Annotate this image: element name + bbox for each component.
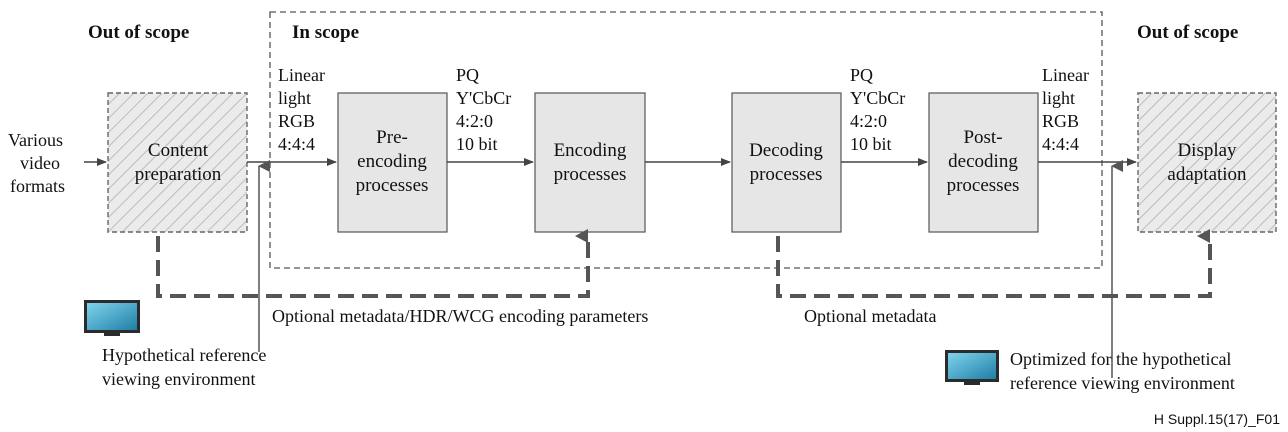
metadata-decoding-path bbox=[776, 229, 1212, 298]
in-scope-label: In scope bbox=[292, 22, 359, 43]
svg-text:viewing environment: viewing environment bbox=[102, 369, 255, 389]
svg-text:encoding: encoding bbox=[357, 151, 427, 172]
svg-text:formats: formats bbox=[10, 176, 65, 196]
display-adaptation-label: Display adaptation bbox=[1167, 140, 1247, 185]
svg-text:reference viewing environment: reference viewing environment bbox=[1010, 373, 1235, 393]
metadata-encoding-label: Optional metadata/HDR/WCG encoding param… bbox=[272, 306, 648, 326]
svg-text:RGB: RGB bbox=[278, 111, 315, 131]
decoding-box bbox=[731, 92, 842, 233]
svg-text:Content: Content bbox=[148, 140, 209, 161]
out-of-scope-right-label: Out of scope bbox=[1137, 22, 1238, 43]
svg-text:light: light bbox=[1042, 88, 1075, 108]
svg-text:Linear: Linear bbox=[278, 65, 325, 85]
svg-text:processes: processes bbox=[947, 175, 1020, 196]
svg-text:adaptation: adaptation bbox=[1167, 164, 1247, 185]
svg-text:Display: Display bbox=[1177, 140, 1237, 161]
metadata-optional-label: Optional metadata bbox=[804, 306, 936, 326]
svg-text:10 bit: 10 bit bbox=[850, 134, 892, 154]
display-adaptation-box bbox=[1137, 92, 1277, 233]
svg-text:preparation: preparation bbox=[135, 164, 222, 185]
monitor-icon bbox=[945, 350, 999, 385]
svg-text:decoding: decoding bbox=[948, 151, 1018, 172]
pq-decode-label: PQ Y'CbCr 4:2:0 10 bit bbox=[850, 65, 905, 154]
post-decoding-box bbox=[928, 92, 1039, 233]
hypothetical-env-label: Hypothetical reference viewing environme… bbox=[102, 345, 266, 389]
svg-text:Y'CbCr: Y'CbCr bbox=[850, 88, 905, 108]
svg-text:light: light bbox=[278, 88, 311, 108]
figure-id: H Suppl.15(17)_F01 bbox=[1154, 411, 1280, 427]
input-formats-label: Various video formats bbox=[8, 130, 65, 196]
svg-text:Linear: Linear bbox=[1042, 65, 1089, 85]
svg-text:processes: processes bbox=[356, 175, 429, 196]
svg-text:processes: processes bbox=[554, 164, 627, 185]
content-preparation-box bbox=[107, 92, 248, 233]
svg-text:Various: Various bbox=[8, 130, 63, 150]
pre-encoding-box bbox=[337, 92, 448, 233]
out-of-scope-left-label: Out of scope bbox=[88, 22, 189, 43]
linear-out-label: Linear light RGB 4:4:4 bbox=[1042, 65, 1089, 154]
optimized-env-label: Optimized for the hypothetical reference… bbox=[1010, 349, 1235, 393]
linear-in-label: Linear light RGB 4:4:4 bbox=[278, 65, 325, 154]
svg-text:Post-: Post- bbox=[963, 127, 1002, 148]
encoding-box bbox=[534, 92, 646, 233]
svg-text:Hypothetical reference: Hypothetical reference bbox=[102, 345, 266, 365]
metadata-encoding-path bbox=[156, 229, 590, 298]
content-preparation-label: Content preparation bbox=[135, 140, 222, 185]
svg-text:4:2:0: 4:2:0 bbox=[850, 111, 887, 131]
svg-text:RGB: RGB bbox=[1042, 111, 1079, 131]
post-decoding-label: Post- decoding processes bbox=[947, 127, 1020, 196]
pre-encoding-label: Pre- encoding processes bbox=[356, 127, 429, 196]
svg-text:Optimized for the hypothetical: Optimized for the hypothetical bbox=[1010, 349, 1231, 369]
svg-text:Y'CbCr: Y'CbCr bbox=[456, 88, 511, 108]
svg-text:10 bit: 10 bit bbox=[456, 134, 498, 154]
svg-text:PQ: PQ bbox=[456, 65, 479, 85]
decoding-label: Decoding processes bbox=[749, 140, 823, 185]
svg-text:4:2:0: 4:2:0 bbox=[456, 111, 493, 131]
svg-text:Pre-: Pre- bbox=[376, 127, 408, 148]
svg-text:processes: processes bbox=[750, 164, 823, 185]
in-scope-frame bbox=[269, 11, 1103, 269]
svg-text:video: video bbox=[20, 153, 60, 173]
svg-text:Encoding: Encoding bbox=[554, 140, 627, 161]
svg-text:4:4:4: 4:4:4 bbox=[278, 134, 315, 154]
monitor-icon bbox=[84, 300, 140, 336]
encoding-label: Encoding processes bbox=[554, 140, 627, 185]
pq-encode-label: PQ Y'CbCr 4:2:0 10 bit bbox=[456, 65, 511, 154]
svg-text:4:4:4: 4:4:4 bbox=[1042, 134, 1079, 154]
svg-text:Decoding: Decoding bbox=[749, 140, 823, 161]
svg-text:PQ: PQ bbox=[850, 65, 873, 85]
